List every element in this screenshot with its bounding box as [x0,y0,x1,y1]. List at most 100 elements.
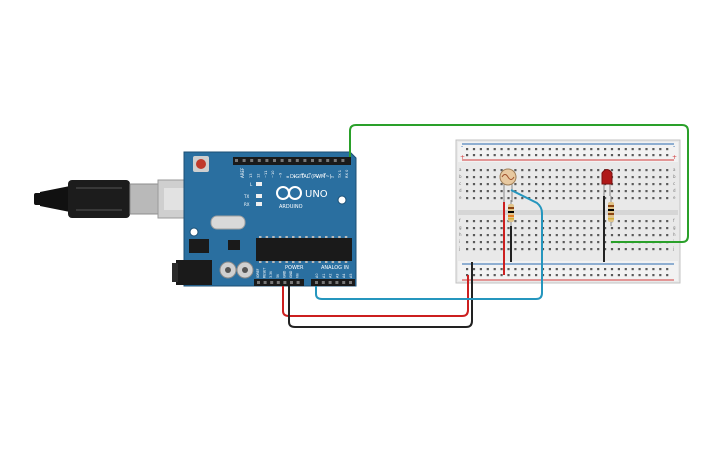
breadboard-hole[interactable] [576,183,579,186]
rail-hole[interactable] [507,154,510,157]
rail-hole[interactable] [500,274,503,277]
breadboard-hole[interactable] [638,227,641,230]
breadboard-hole[interactable] [631,190,634,193]
breadboard-hole[interactable] [555,220,558,223]
breadboard-hole[interactable] [541,197,545,200]
breadboard-hole[interactable] [576,169,579,172]
breadboard-hole[interactable] [583,234,586,237]
breadboard-hole[interactable] [576,197,579,200]
rail-hole[interactable] [493,154,496,157]
breadboard-hole[interactable] [500,197,503,200]
rail-hole[interactable] [535,154,538,157]
header-pin[interactable] [257,281,260,284]
rail-hole[interactable] [666,154,669,157]
breadboard-hole[interactable] [562,234,565,237]
breadboard-hole[interactable] [541,183,545,186]
breadboard-hole[interactable] [624,197,627,200]
breadboard-hole[interactable] [472,190,476,193]
breadboard-hole[interactable] [638,220,641,223]
breadboard-hole[interactable] [466,220,469,223]
breadboard-hole[interactable] [617,227,620,230]
rail-hole[interactable] [472,274,476,277]
breadboard-hole[interactable] [528,234,531,237]
breadboard-hole[interactable] [548,241,551,244]
breadboard-hole[interactable] [500,227,503,230]
rail-hole[interactable] [610,274,614,277]
rail-hole[interactable] [507,274,510,277]
breadboard-hole[interactable] [493,234,496,237]
breadboard-hole[interactable] [666,197,669,200]
breadboard-hole[interactable] [555,227,558,230]
rail-hole[interactable] [666,268,669,271]
rail-hole[interactable] [638,148,641,151]
breadboard-hole[interactable] [652,234,655,237]
breadboard-hole[interactable] [493,220,496,223]
breadboard-hole[interactable] [535,227,538,230]
rail-hole[interactable] [617,154,620,157]
rail-hole[interactable] [624,154,627,157]
breadboard-hole[interactable] [666,190,669,193]
rail-hole[interactable] [479,268,482,271]
breadboard-hole[interactable] [479,241,482,244]
rail-hole[interactable] [541,148,545,151]
rail-hole[interactable] [583,268,586,271]
breadboard-hole[interactable] [631,176,634,179]
breadboard-hole[interactable] [466,183,469,186]
breadboard-hole[interactable] [548,248,551,251]
breadboard-hole[interactable] [466,248,469,251]
breadboard-hole[interactable] [631,169,634,172]
breadboard-hole[interactable] [562,169,565,172]
breadboard-hole[interactable] [500,220,503,223]
rail-hole[interactable] [507,148,510,151]
breadboard-hole[interactable] [486,176,489,179]
breadboard-hole[interactable] [521,197,524,200]
header-pin[interactable] [242,159,246,162]
header-pin[interactable] [288,159,292,162]
breadboard-hole[interactable] [486,169,489,172]
rail-hole[interactable] [631,268,634,271]
rail-hole[interactable] [610,268,614,271]
breadboard-hole[interactable] [631,220,634,223]
header-pin[interactable] [283,281,287,284]
rail-hole[interactable] [528,274,531,277]
header-pin[interactable] [265,159,269,162]
breadboard-hole[interactable] [652,220,655,223]
breadboard-hole[interactable] [666,248,669,251]
breadboard-hole[interactable] [500,241,503,244]
rail-hole[interactable] [631,154,634,157]
breadboard-hole[interactable] [521,176,524,179]
photoresistor[interactable] [499,168,517,202]
breadboard-hole[interactable] [617,176,620,179]
rail-hole[interactable] [507,268,510,271]
breadboard-hole[interactable] [521,241,524,244]
breadboard-hole[interactable] [514,227,517,230]
rail-hole[interactable] [493,268,496,271]
breadboard-hole[interactable] [493,176,496,179]
breadboard-hole[interactable] [486,183,489,186]
breadboard-hole[interactable] [500,190,503,193]
rail-hole[interactable] [638,154,641,157]
rail-hole[interactable] [583,154,586,157]
breadboard-hole[interactable] [610,197,614,200]
rail-hole[interactable] [590,148,593,151]
header-pin[interactable] [270,281,274,284]
led[interactable] [601,169,613,197]
breadboard-hole[interactable] [486,241,489,244]
rail-hole[interactable] [500,268,503,271]
breadboard-hole[interactable] [645,169,648,172]
rail-hole[interactable] [590,268,593,271]
breadboard-hole[interactable] [638,234,641,237]
breadboard-hole[interactable] [521,248,524,251]
breadboard-hole[interactable] [597,248,600,251]
breadboard-hole[interactable] [521,183,524,186]
breadboard-hole[interactable] [576,234,579,237]
resistor[interactable] [608,196,614,226]
header-pin[interactable] [349,281,352,284]
breadboard-hole[interactable] [617,190,620,193]
breadboard-hole[interactable] [562,227,565,230]
header-pin[interactable] [290,281,293,284]
breadboard-hole[interactable] [486,190,489,193]
breadboard-hole[interactable] [597,176,600,179]
header-pin[interactable] [315,281,318,284]
breadboard-hole[interactable] [535,169,538,172]
